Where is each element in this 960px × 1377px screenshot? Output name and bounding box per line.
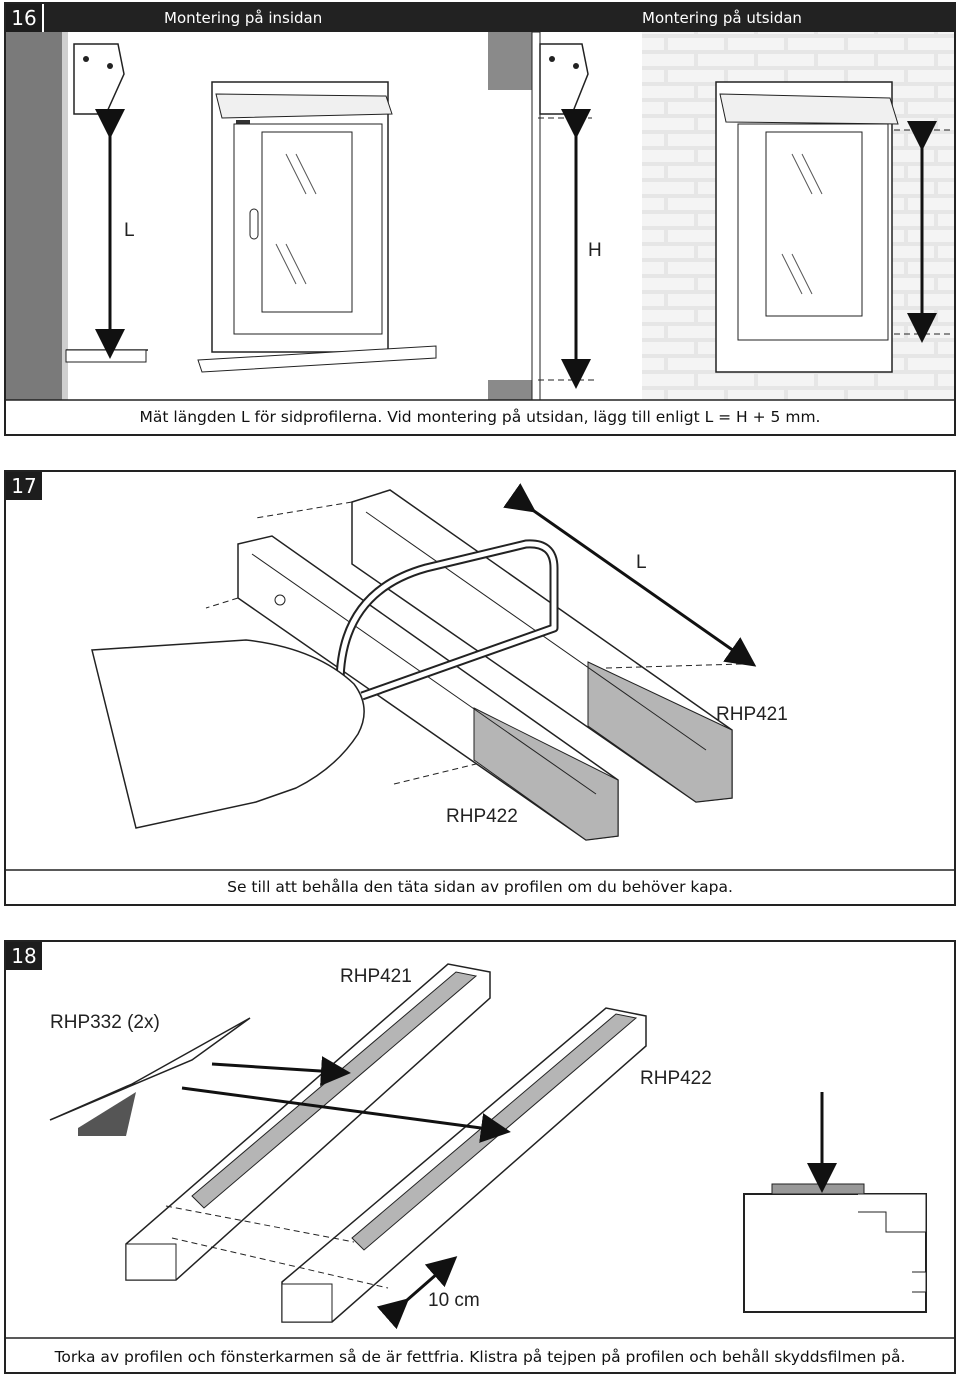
tape-application-illustration: RHP332 (2x) RHP421 RHP422 10 cm (6, 963, 954, 1339)
inside-mounting-drawing (6, 32, 437, 400)
profile-label-rhp421: RHP421 (340, 966, 412, 987)
step-16-caption: Mät längden L för sidprofilerna. Vid mon… (139, 408, 821, 426)
distance-label: 10 cm (428, 1290, 480, 1311)
profile-label-rhp422: RHP422 (446, 806, 518, 827)
outside-mounting-title: Montering på utsidan (642, 9, 802, 27)
step-number: 16 (6, 4, 44, 32)
profile-rhp422-drawing (205, 535, 619, 841)
tape-label-rhp332: RHP332 (2x) (50, 1012, 160, 1033)
step-16-panel: 16 Montering på insidan Montering på uts… (4, 2, 956, 436)
step-number: 18 (6, 942, 42, 970)
tape-strip-drawing (49, 1017, 251, 1136)
profile-rhp422-drawing (281, 1007, 647, 1323)
step-17-panel: 17 L (4, 470, 956, 906)
inside-mounting-title: Montering på insidan (164, 9, 323, 27)
length-label-L: L (636, 552, 647, 573)
profile-label-rhp421: RHP421 (716, 704, 788, 725)
step-16-header: 16 Montering på insidan Montering på uts… (6, 4, 954, 32)
hand-drawing (91, 639, 365, 829)
length-label-L: L (124, 220, 135, 241)
profile-rhp421-drawing (125, 963, 491, 1281)
height-label-H: H (588, 240, 602, 261)
step-18-panel: 18 (4, 940, 956, 1374)
step-number: 17 (6, 472, 42, 500)
outside-mounting-drawing (488, 31, 954, 401)
profile-label-rhp422: RHP422 (640, 1068, 712, 1089)
step-18-caption: Torka av profilen och fönsterkarmen så d… (54, 1348, 906, 1366)
profile-cross-section (743, 1183, 927, 1313)
profile-cutting-illustration: L RHP421 RHP422 (6, 483, 954, 871)
step-17-caption: Se till att behålla den täta sidan av pr… (227, 878, 733, 896)
window-measurement-illustration: L H (6, 31, 954, 401)
